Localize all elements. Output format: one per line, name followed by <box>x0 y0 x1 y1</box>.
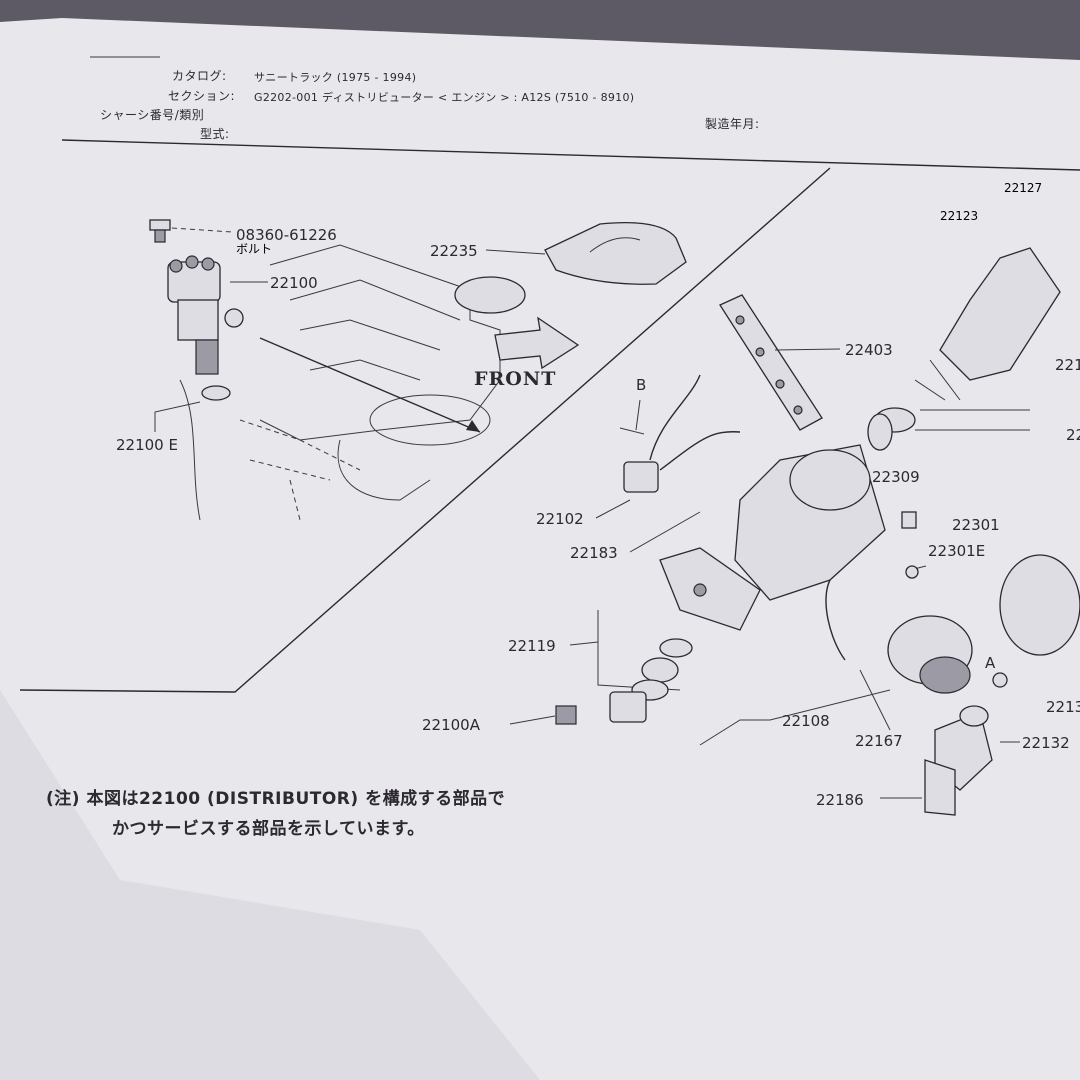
rotor-shaft-icon <box>939 247 1061 381</box>
part-22183: 22183 <box>570 544 618 562</box>
catalog-label: カタログ: <box>172 69 227 83</box>
paper-page <box>0 18 1080 1080</box>
distributor-housing-icon <box>659 444 886 631</box>
part-2213-cut: 2213 <box>1046 698 1080 716</box>
chassis-label: シャーシ番号/類別 <box>100 108 204 122</box>
shaft-gear-icon <box>555 705 577 725</box>
model-label: 型式: <box>200 127 230 141</box>
part-22132: 22132 <box>1022 734 1070 752</box>
front-label: FRONT <box>474 368 556 390</box>
washer-icon <box>659 638 693 658</box>
section-value: G2202-001 ディストリビューター < エンジン > : A12S (75… <box>254 90 634 104</box>
header-rule-bottom <box>61 139 1080 171</box>
cap-cover-icon <box>544 221 687 285</box>
part-22403: 22403 <box>845 341 893 359</box>
pickup-coil-icon <box>623 461 659 493</box>
front-arrow <box>494 316 580 370</box>
part-22309: 22309 <box>872 468 920 486</box>
note-line-1: (注) 本図は22100 (DISTRIBUTOR) を構成する部品で <box>46 788 505 809</box>
production-label: 製造年月: <box>705 117 760 131</box>
catalog-value: サニートラック (1975 - 1994) <box>254 71 416 84</box>
part-22102: 22102 <box>536 510 584 528</box>
part-22-cut: 22 <box>1066 426 1080 444</box>
view-separator-line <box>19 167 831 693</box>
vacuum-hose-icon <box>825 579 846 661</box>
part-22123: 22123 <box>940 209 978 223</box>
wire-strip-icon <box>719 294 823 431</box>
o-ring-icon <box>201 385 231 401</box>
part-22100e: 22100 E <box>116 436 178 454</box>
bolt-part-name: ボルト <box>236 242 272 256</box>
part-221-cut: 221 <box>1055 356 1080 374</box>
part-22167: 22167 <box>855 732 903 750</box>
engine-location-view: FRONT 08360-61226 ボルト 22100 22100 E <box>116 219 580 521</box>
part-22186: 22186 <box>816 791 864 809</box>
part-22100: 22100 <box>270 274 318 292</box>
paper-shadow <box>0 690 540 1080</box>
part-22100a: 22100A <box>422 716 481 734</box>
section-label: セクション: <box>168 89 235 103</box>
part-22235: 22235 <box>430 242 478 260</box>
marker-b: B <box>636 376 646 394</box>
distributor-assembly <box>167 255 244 375</box>
bolt-icon <box>149 219 171 243</box>
part-22119: 22119 <box>508 637 556 655</box>
part-22108: 22108 <box>782 712 830 730</box>
part-22301e: 22301E <box>928 542 985 560</box>
part-22127: 22127 <box>1004 181 1042 195</box>
bolt-part-number: 08360-61226 <box>236 226 337 244</box>
note-line-2: かつサービスする部品を示しています。 <box>112 818 425 839</box>
exploded-parts-view: 22235 22403 B 22102 22183 22309 22119 <box>422 181 1080 816</box>
part-22301: 22301 <box>952 516 1000 534</box>
marker-a: A <box>985 654 996 672</box>
